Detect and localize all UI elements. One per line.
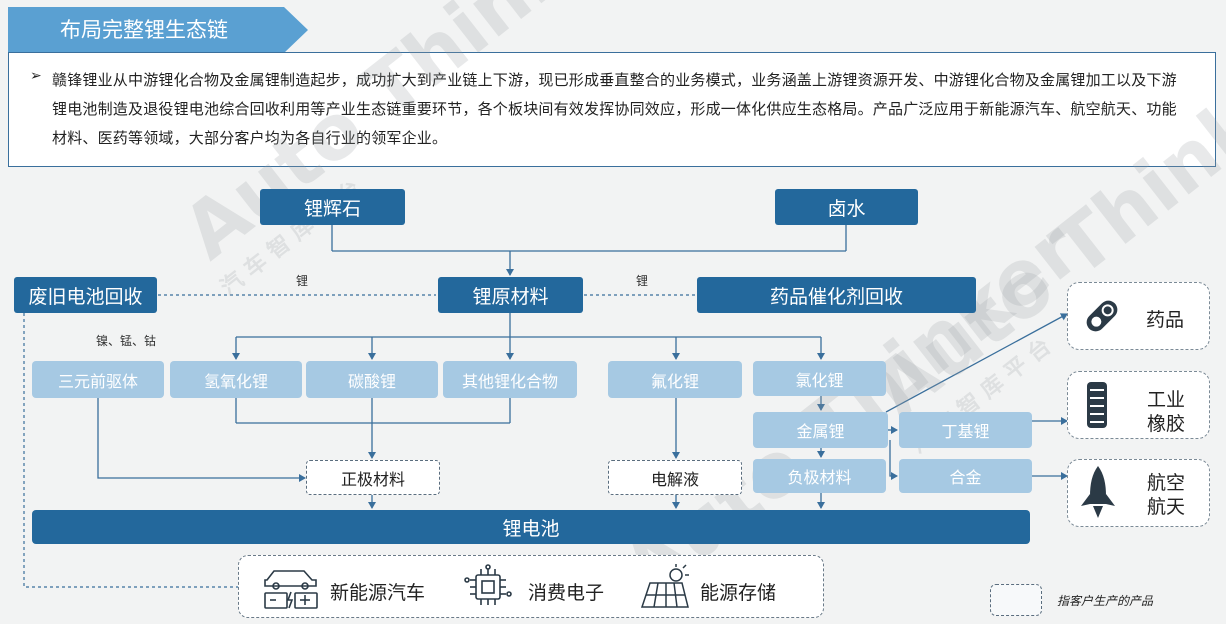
node-butyl-lithium: 丁基锂 [899,412,1032,448]
ev-car-icon [264,570,318,609]
legend-text: 指客户生产的产品 [1057,594,1154,608]
market-rubber-label-2: 橡胶 [1147,413,1186,435]
node-lithium-chloride: 氯化锂 [753,361,886,396]
node-cathode-material: 正极材料 [306,460,440,495]
applications-box [238,555,824,618]
node-drug-catalyst-recycling: 药品催化剂回收 [697,277,976,313]
solar-panel-icon [640,564,689,608]
market-pharma-label: 药品 [1146,309,1185,331]
node-electrolyte: 电解液 [608,460,742,495]
recycled-metals-label: 镍、锰、钴 [96,334,157,348]
legend-swatch [990,584,1042,616]
node-lithium-fluoride: 氟化锂 [608,361,742,398]
rocket-icon [1081,466,1115,518]
node-anode-material: 负极材料 [753,459,886,493]
app-consumer-label: 消费电子 [528,582,605,604]
chip-icon [464,564,512,605]
node-lithium-battery: 锂电池 [32,510,1030,544]
node-battery-recycling: 废旧电池回收 [14,277,157,313]
node-lithium-hydroxide: 氢氧化锂 [170,361,302,398]
summary-box [8,52,1216,167]
node-lithium-metal: 金属锂 [753,412,888,448]
app-storage-label: 能源存储 [700,582,777,604]
page-title: 布局完整锂生态链 [60,18,228,42]
bullet-arrow-icon: ➢ [30,68,42,84]
tire-icon [1087,382,1107,428]
node-ternary-precursor: 三元前驱体 [32,361,164,398]
node-other-lithium-compounds: 其他锂化合物 [443,361,577,398]
node-lithium-raw-material: 锂原材料 [438,277,583,313]
title-ribbon [8,7,308,53]
node-brine: 卤水 [775,189,918,225]
market-rubber-label-1: 工业 [1147,389,1186,411]
node-spodumene: 锂辉石 [260,189,405,225]
app-ev-label: 新能源汽车 [330,582,426,604]
pill-icon [1086,300,1118,332]
edge-label-lithium-right: 锂 [636,274,649,288]
edge-label-lithium-left: 锂 [296,274,309,288]
node-lithium-carbonate: 碳酸锂 [306,361,438,398]
market-aerospace-label-2: 航天 [1147,496,1186,518]
summary-text: 赣锋锂业从中游锂化合物及金属锂制造起步，成功扩大到产业链上下游，现已形成垂直整合… [52,71,1177,147]
market-aerospace-label-1: 航空 [1147,472,1186,494]
node-alloy: 合金 [899,459,1032,493]
